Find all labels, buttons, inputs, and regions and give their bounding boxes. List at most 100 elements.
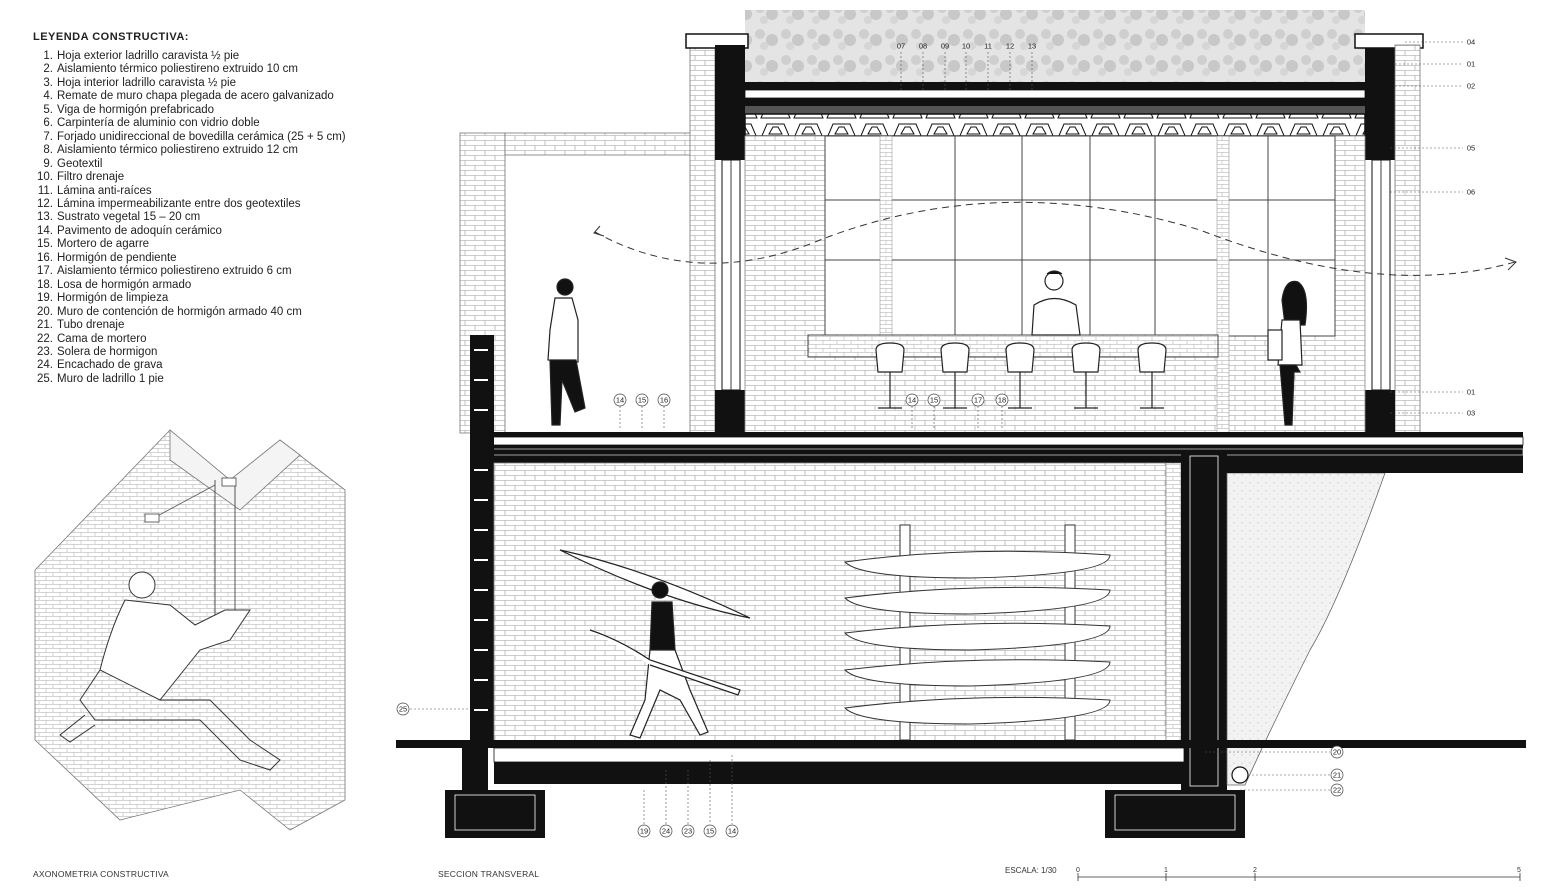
marker-circle [905, 393, 919, 407]
marker-roof-top-09: 09 [941, 42, 949, 51]
marker-lower-right-22: 22 [1333, 786, 1341, 795]
marker-circle [1330, 783, 1344, 797]
marker-roof-top-11: 11 [984, 42, 992, 51]
marker-lower-right-21: 21 [1333, 771, 1341, 780]
legend-item-number: 23. [37, 345, 53, 358]
marker-circle [659, 824, 673, 838]
legend-item-text: Hoja interior ladrillo caravista ½ pie [57, 76, 236, 89]
marker-bottom-19: 19 [640, 827, 648, 836]
marker-floor-center-14: 14 [908, 396, 916, 405]
legend-item-text: Aislamiento térmico poliestireno extruid… [57, 144, 298, 157]
legend-title: LEYENDA CONSTRUCTIVA: [33, 31, 189, 43]
rooftop-vegetation [745, 10, 1365, 82]
legend-item-number: 11. [37, 184, 53, 197]
legend-item-number: 9. [43, 157, 53, 170]
marker-right-side-04: 04 [1467, 38, 1475, 47]
legend-item-text: Solera de hormigon [57, 345, 158, 358]
scale-label: ESCALA: 1/30 [1005, 866, 1057, 875]
legend-item: 7. Forjado unidireccional de bovedilla ce… [33, 130, 346, 144]
legend-item: 23. Solera de hormigon [33, 346, 346, 359]
legend-item-text: Hormigón de limpieza [57, 292, 169, 305]
walking-man-figure [547, 278, 586, 426]
legend-item-text: Lámina impermeabilizante entre dos geote… [57, 197, 301, 210]
leader-lines [410, 41, 1463, 824]
legend-item: 18.Losa de hormigón armado [33, 279, 346, 292]
legend-item-number: 15. [37, 238, 53, 251]
marker-circle [927, 393, 941, 407]
drain-pipe [1231, 766, 1249, 784]
legend-item-text: Forjado unidireccional de bovedilla cerá… [57, 130, 346, 143]
legend-item-text: Viga de hormigón prefabricado [57, 103, 215, 116]
marker-right-side-03: 03 [1467, 409, 1475, 418]
legend-item-number: 17. [37, 265, 53, 278]
legend-item-number: 19. [37, 292, 53, 305]
marker-roof-top-10: 10 [962, 42, 970, 51]
legend-item-text: Lámina anti-raíces [57, 184, 152, 197]
legend-item-text: Encachado de grava [57, 359, 163, 372]
legend-item-number: 4. [43, 90, 53, 103]
legend-item: 3.Hoja interior ladrillo caravista ½ pie [33, 77, 346, 90]
legend-item: 5. Viga de hormigón prefabricado [33, 104, 346, 117]
legend-item-number: 1. [43, 50, 53, 62]
axonometry-caption: AXONOMETRIA CONSTRUCTIVA [33, 869, 169, 879]
legend-item-text: Geotextil [57, 157, 103, 170]
legend-item-text: Mortero de agarre [57, 238, 150, 251]
marker-floor-center-15: 15 [930, 396, 938, 405]
legend-item-number: 5. [43, 103, 53, 116]
legend-item-text: Remate de muro chapa plegada de acero ga… [57, 90, 334, 103]
marker-floor-center-17: 17 [974, 396, 982, 405]
legend-item: 1. Hoja exterior ladrillo caravista ½ pie [33, 50, 346, 63]
legend-item-text: Sustrato vegetal 15 – 20 cm [57, 211, 201, 224]
legend-item-number: 20. [37, 305, 53, 318]
legend-item-number: 12. [37, 197, 53, 210]
legend-item: 24.Encachado de grava [33, 359, 346, 372]
scale-bar: ESCALA: 1/30 0 1 2 5 [1005, 866, 1521, 881]
legend-item-text: Hormigón de pendiente [57, 251, 177, 264]
legend-item-text: Hoja exterior ladrillo caravista ½ pie [57, 50, 240, 62]
legend-item: 9. Geotextil [33, 158, 346, 171]
marker-circle [1330, 745, 1344, 759]
legend-item-number: 10. [37, 171, 53, 184]
marker-circle [995, 393, 1009, 407]
construction-legend: LEYENDA CONSTRUCTIVA: 1. Hoja exterior la… [33, 31, 346, 386]
marker-bottom-23: 23 [684, 827, 692, 836]
kayak-rack [843, 524, 1111, 741]
bartender-figure [1031, 270, 1081, 336]
marker-bottom-24: 24 [662, 827, 670, 836]
legend-item-number: 2. [43, 63, 53, 76]
marker-circle [703, 824, 717, 838]
marker-roof-top-12: 12 [1006, 42, 1014, 51]
legend-item: 8.Aislamiento térmico poliestireno extru… [33, 144, 346, 157]
marker-floor-left-15: 15 [638, 396, 646, 405]
marker-circle [681, 824, 695, 838]
legend-item-number: 7. [43, 130, 53, 143]
scale-tick-0: 0 [1076, 867, 1080, 874]
marker-floor-center-18: 18 [998, 396, 1006, 405]
marker-floor-left-16: 16 [660, 396, 668, 405]
kayaker-figure [559, 549, 751, 739]
legend-item-number: 22. [37, 332, 53, 345]
legend-item: 11. Lámina anti-raíces [33, 185, 346, 198]
legend-item-text: Tubo drenaje [57, 319, 125, 332]
legend-item-text: Pavimento de adoquín cerámico [57, 224, 222, 237]
axonometric-brick-detail [34, 429, 346, 831]
legend-item: 16. Hormigón de pendiente [33, 252, 346, 265]
marker-right-side-01: 01 [1467, 388, 1475, 397]
legend-item: 2.Aislamiento térmico poliestireno extru… [33, 63, 346, 76]
legend-item: 20.Muro de contención de hormigón armado… [33, 306, 346, 319]
legend-item-number: 18. [37, 278, 53, 291]
legend-item: 10.Filtro drenaje [33, 171, 346, 184]
scale-tick-2: 2 [1253, 867, 1257, 874]
legend-item-number: 6. [43, 117, 53, 130]
walking-woman-figure [1267, 280, 1308, 426]
marker-roof-top-08: 08 [919, 42, 927, 51]
marker-circle [725, 824, 739, 838]
legend-item: 15. Mortero de agarre [33, 238, 346, 251]
marker-roof-top-13: 13 [1028, 42, 1036, 51]
legend-item: 21.Tubo drenaje [33, 319, 346, 332]
marker-bottom-15: 15 [706, 827, 714, 836]
legend-item-number: 16. [37, 251, 53, 264]
legend-item: 19. Hormigón de limpieza [33, 292, 346, 305]
marker-right-side-02: 02 [1467, 82, 1475, 91]
marker-circle [657, 393, 671, 407]
